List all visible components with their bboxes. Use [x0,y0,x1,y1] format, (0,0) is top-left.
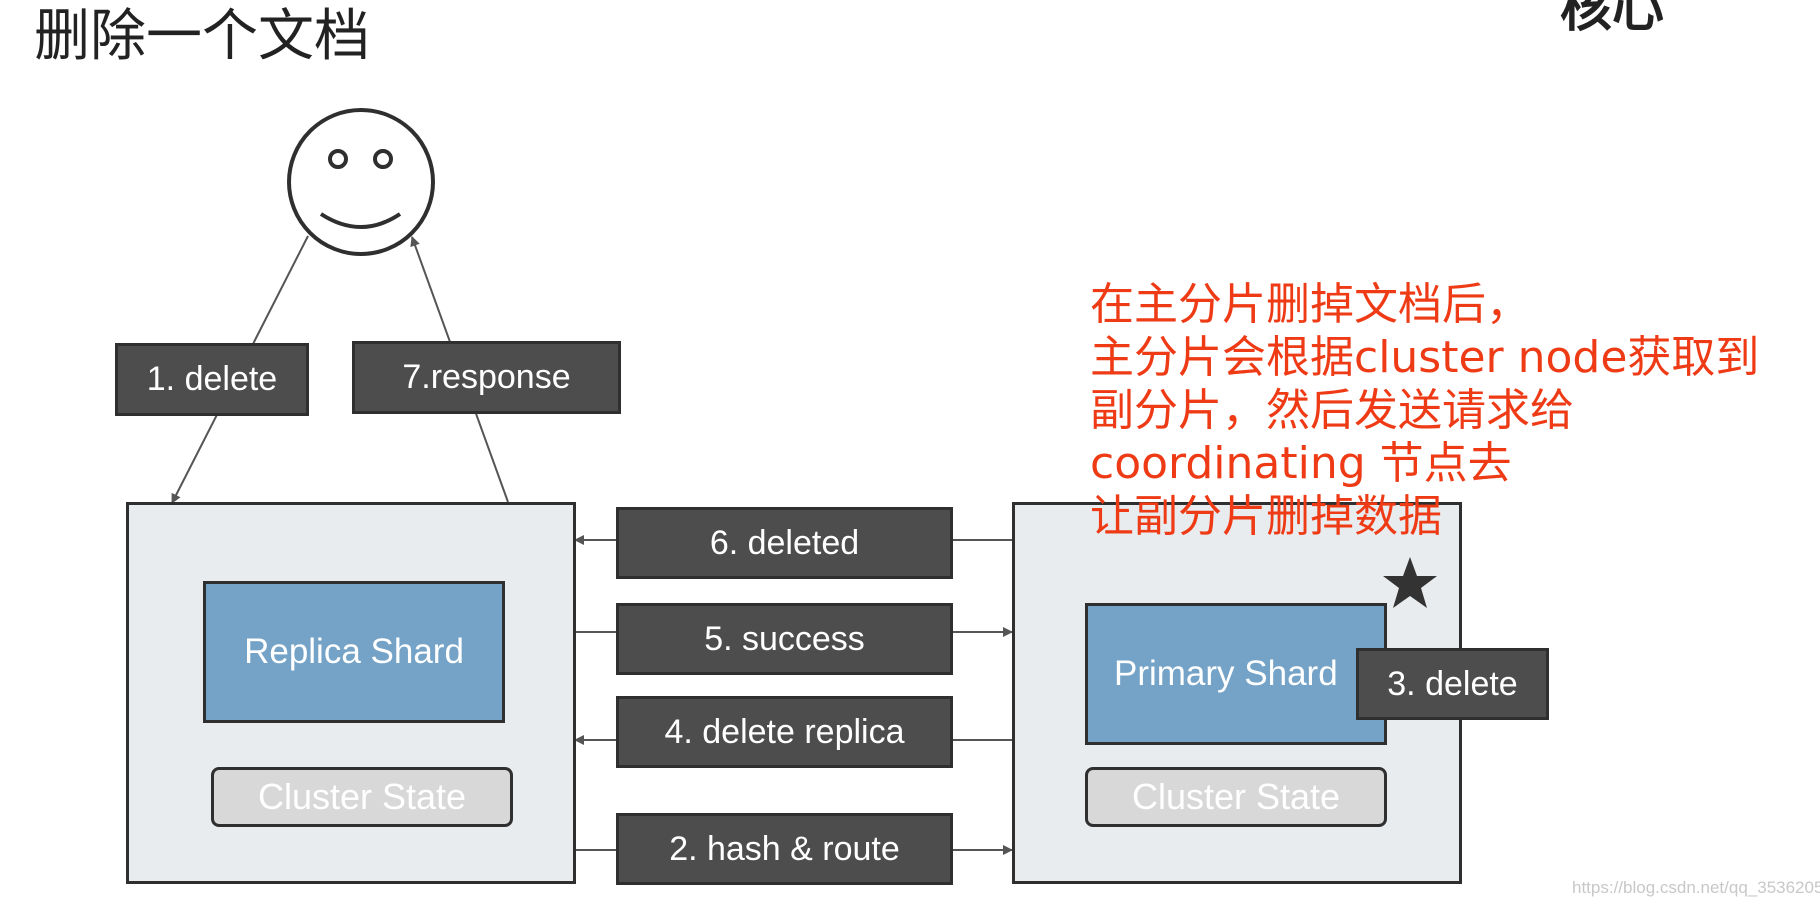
right-cluster-state: Cluster State [1085,767,1387,827]
star-icon [1383,557,1437,608]
label-deleted: 6. deleted [616,507,953,579]
label-primary-delete: 3. delete [1356,648,1549,720]
annotation-line-1: 在主分片删掉文档后， [1090,279,1530,330]
annotation-line-2: 主分片会根据cluster node获取到 [1090,332,1760,383]
label-success: 5. success [616,603,953,675]
label-delete-replica: 4. delete replica [616,696,953,768]
annotation-text: 在主分片删掉文档后， 主分片会根据cluster node获取到 副分片，然后发… [1090,278,1810,543]
watermark: https://blog.csdn.net/qq_35362055 [1572,878,1820,897]
smiley-face-icon [287,108,435,256]
top-corner-text: 核心 [1560,0,1665,39]
annotation-line-4: coordinating 节点去 [1090,438,1512,489]
primary-shard-label: Primary Shard [1114,654,1338,693]
page-title: 删除一个文档 [34,4,370,69]
left-node: Replica Shard Cluster State [126,502,576,884]
label-response: 7.response [352,341,621,414]
annotation-line-3: 副分片，然后发送请求给 [1090,385,1574,436]
replica-shard: Replica Shard [203,581,505,723]
label-delete: 1. delete [115,343,309,416]
primary-shard: Primary Shard [1085,603,1387,745]
annotation-line-5: 让副分片删掉数据 [1090,491,1442,542]
label-hash-route: 2. hash & route [616,813,953,885]
left-cluster-state: Cluster State [211,767,513,827]
